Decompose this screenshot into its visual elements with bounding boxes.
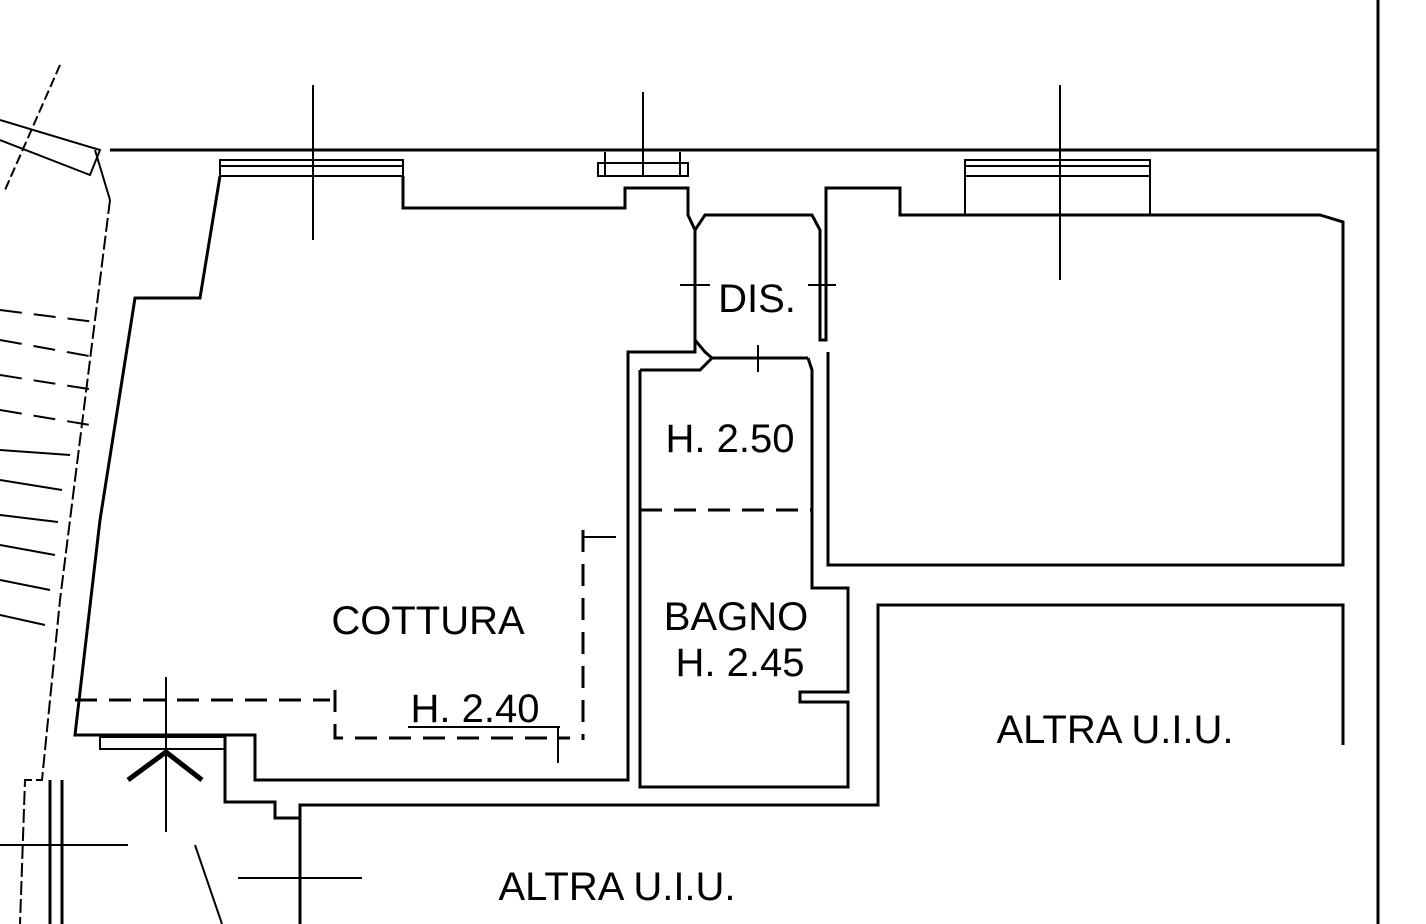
room-label-cottura: COTTURA [331,599,525,643]
room-height-cottura: H. 2.40 [411,687,540,731]
labels: DIS. H. 2.50 COTTURA H. 2.40 BAGNO H. 2.… [331,277,1233,909]
room-label-altra-bottom: ALTRA U.I.U. [498,865,735,909]
room-height-bagno: H. 2.45 [676,641,805,685]
room-label-bagno: BAGNO [664,595,808,639]
cottura-dashed [75,530,616,763]
walls [0,0,1380,924]
room-label-altra-right: ALTRA U.I.U. [996,708,1233,752]
room-label-dis: DIS. [718,277,796,321]
stairs [0,64,102,626]
room-height-dis: H. 2.50 [666,417,795,461]
windows [99,85,1151,832]
